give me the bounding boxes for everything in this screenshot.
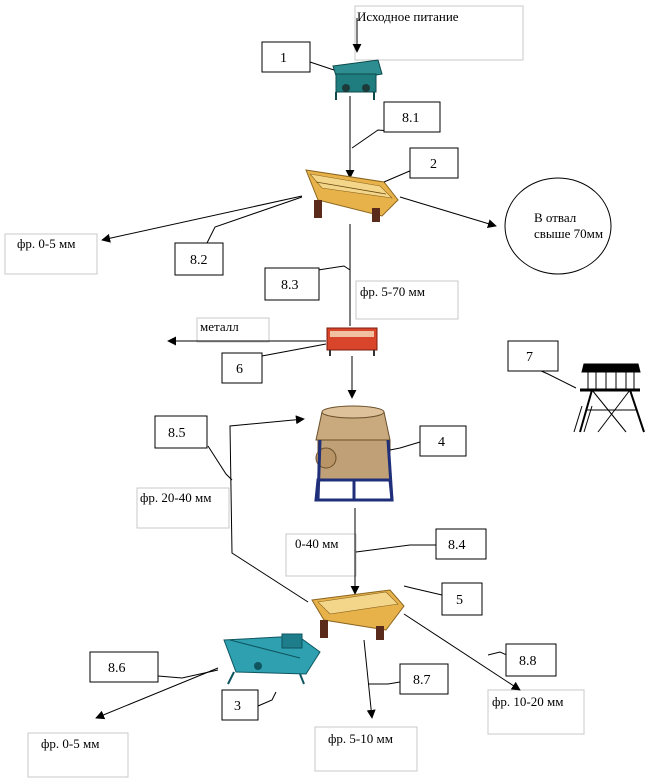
waste-label-line1: В отвал [534, 210, 577, 225]
callout-8-2: 8.2 [174, 242, 224, 276]
callout-5: 5 [441, 582, 483, 616]
callout-1-label: 1 [280, 51, 287, 66]
screen-to-waste-arrow [399, 196, 497, 228]
feed-box: Исходное питание [354, 5, 524, 61]
callout-6: 6 [221, 352, 263, 384]
callout-8-5-label: 8.5 [168, 426, 186, 441]
callout-8-7: 8.7 [399, 663, 449, 695]
callout-2: 2 [409, 147, 459, 179]
vibrating-screen-2 [311, 589, 405, 640]
callout-8-3: 8.3 [264, 267, 320, 301]
flow-lines [95, 18, 521, 720]
callout-3: 3 [221, 689, 259, 721]
callout-8-7-label: 8.7 [413, 673, 431, 688]
metal-label: металл [200, 319, 239, 334]
waste-label-line2: свыше 70мм [534, 226, 603, 241]
callout-8-6: 8.6 [89, 651, 159, 683]
callout-7-label: 7 [526, 350, 533, 365]
fraction-5-10-box: фр. 5-10 мм [314, 726, 418, 772]
callout-8-5: 8.5 [154, 415, 208, 449]
fraction-20-40-label: фр. 20-40 мм [140, 490, 211, 505]
fraction-5-10-label: фр. 5-10 мм [328, 731, 393, 746]
callout-8-1: 8.1 [383, 101, 441, 133]
fraction-5-70-label: фр. 5-70 мм [360, 284, 425, 299]
screen2-to-5-10-arrow [363, 639, 376, 719]
callout-6-label: 6 [236, 362, 243, 377]
callout-8-8: 8.8 [505, 643, 557, 677]
feed-label: Исходное питание [357, 9, 459, 24]
callout-1: 1 [261, 41, 311, 73]
waste-ellipse: В отвал свыше 70мм [504, 177, 612, 275]
fraction-10-20-label: фр. 10-20 мм [492, 694, 563, 709]
screen2-to-10-20-arrow [403, 613, 521, 691]
fraction-5-70-box: фр. 5-70 мм [355, 280, 459, 320]
magnetic-separator [326, 327, 378, 356]
fraction-0-5-top-label: фр. 0-5 мм [17, 236, 75, 251]
callout-8-8-label: 8.8 [519, 654, 537, 669]
fraction-0-5-bottom-label: фр. 0-5 мм [41, 736, 99, 751]
callout-8-6-label: 8.6 [108, 661, 126, 676]
callout-4: 4 [419, 425, 467, 457]
fraction-20-40-box: фр. 20-40 мм [136, 487, 230, 529]
washing-machine [223, 633, 321, 685]
fraction-0-40-label: 0-40 мм [295, 536, 339, 551]
fraction-10-20-box: фр. 10-20 мм [487, 689, 585, 735]
callout-8-2-label: 8.2 [190, 253, 208, 268]
feeder-equipment [332, 59, 383, 100]
callout-5-label: 5 [456, 593, 463, 608]
cone-crusher [314, 405, 394, 502]
screen-to-fines-arrow [101, 195, 303, 243]
callout-8-3-label: 8.3 [281, 278, 299, 293]
recycle-20-40-arrow [229, 415, 309, 603]
fraction-0-40-box: 0-40 мм [285, 533, 357, 577]
fraction-0-5-bottom-box: фр. 0-5 мм [27, 732, 129, 778]
callout-2-label: 2 [430, 157, 437, 172]
vibrating-screen-1 [305, 169, 399, 222]
callout-7: 7 [507, 340, 559, 372]
callout-8-1-label: 8.1 [402, 111, 420, 126]
callout-8-4: 8.4 [435, 528, 487, 560]
control-tower [573, 363, 645, 433]
fraction-0-5-top-box: фр. 0-5 мм [4, 233, 98, 275]
metal-box: металл [196, 317, 270, 343]
callout-8-4-label: 8.4 [448, 538, 466, 553]
callout-3-label: 3 [234, 699, 241, 714]
washer-to-fines-arrow [95, 667, 219, 720]
callout-4-label: 4 [438, 435, 445, 450]
